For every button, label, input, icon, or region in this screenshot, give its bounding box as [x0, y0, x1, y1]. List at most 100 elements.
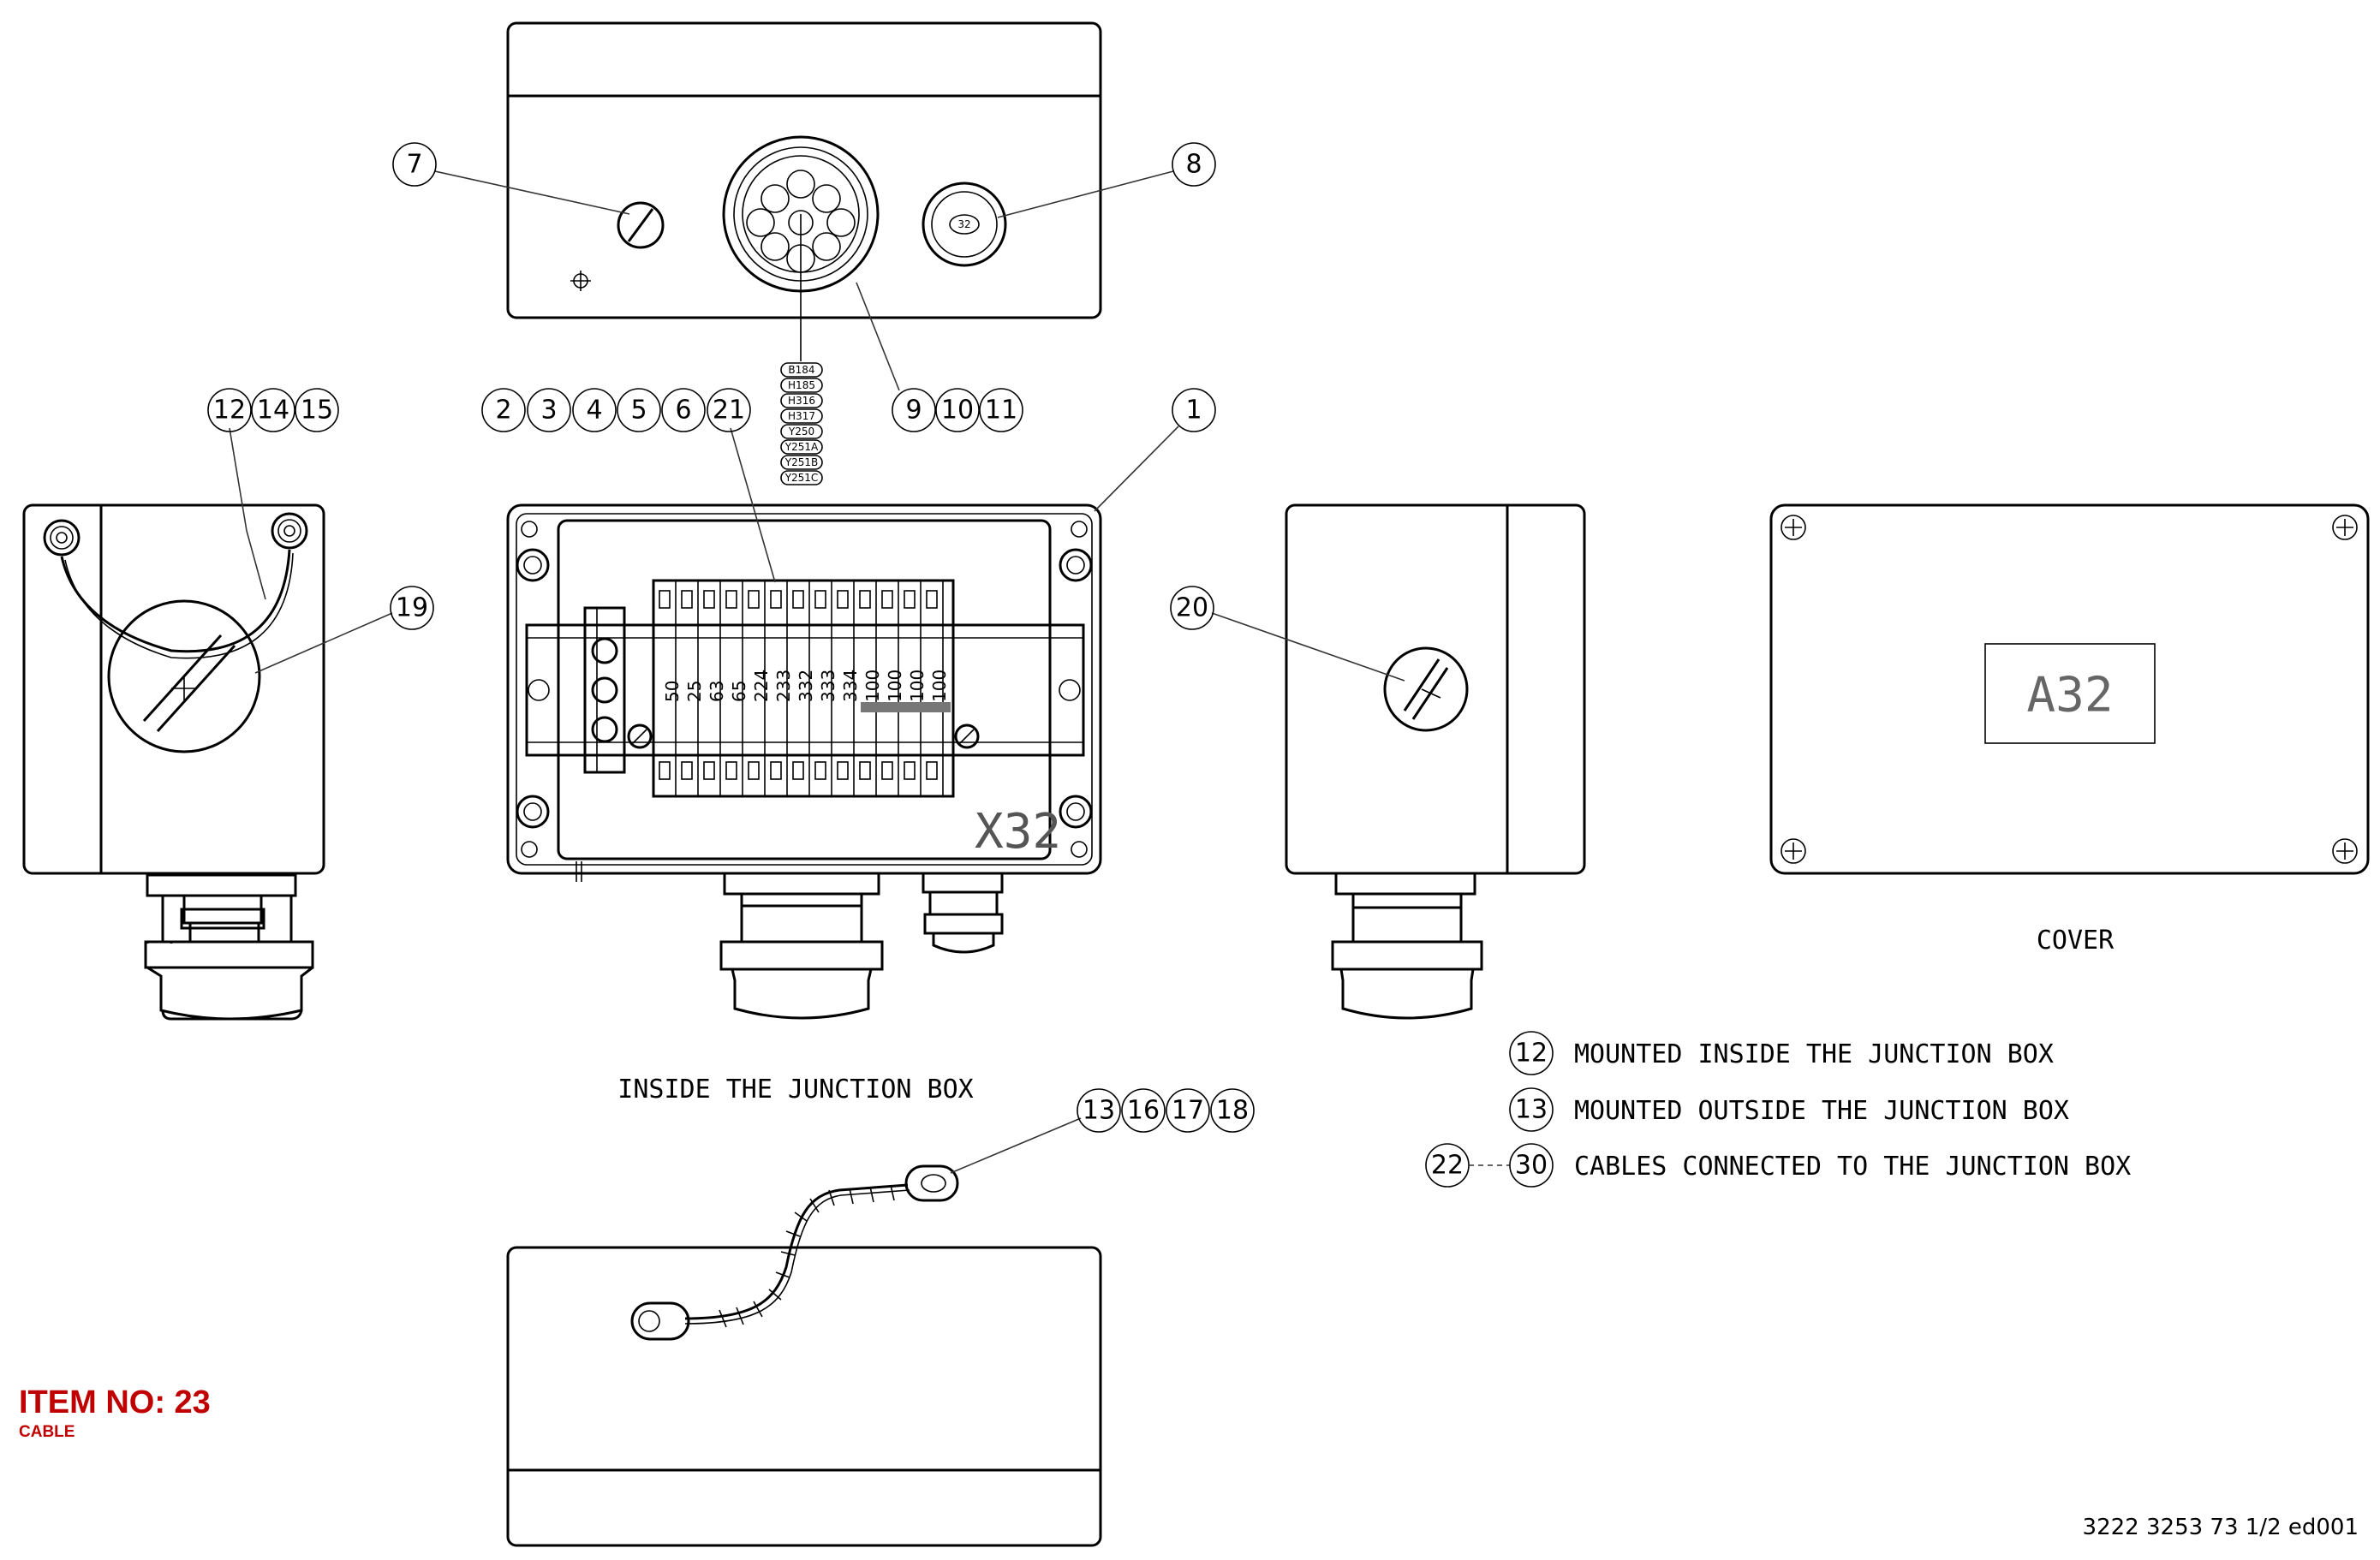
shorting-bridge: [861, 702, 951, 712]
svg-text:6: 6: [675, 396, 691, 426]
box-marking: X32: [975, 804, 1061, 860]
callout-bubble: 14: [251, 388, 295, 432]
terminal-number: 333: [818, 670, 838, 702]
svg-text:14: 14: [257, 396, 289, 426]
legend-text: MOUNTED OUTSIDE THE JUNCTION BOX: [1574, 1096, 2069, 1126]
terminal-number: 100: [929, 670, 950, 702]
item-number: ITEM NO: 23: [19, 1384, 211, 1420]
cover-label-plate: [1984, 643, 2156, 744]
callout-bubble: 7: [392, 142, 437, 187]
caption-inside: INSIDE THE JUNCTION BOX: [617, 1075, 973, 1105]
svg-text:B184: B184: [788, 364, 814, 376]
legend-number: 13: [1515, 1095, 1548, 1125]
callout-bubble: 10: [935, 388, 980, 432]
cover-view: A32: [1769, 503, 2370, 875]
callout-bubble: 1: [1172, 388, 1216, 432]
document-number: 3222 3253 73 1/2 ed001: [2083, 1515, 2359, 1540]
item-subtitle: CABLE: [19, 1423, 75, 1441]
svg-text:Y251C: Y251C: [784, 472, 819, 484]
svg-text:H316: H316: [788, 395, 815, 407]
callout-bubble: 16: [1121, 1088, 1166, 1133]
terminal-numbers: 50 25 63 65 224 233 332 333 334 100 100 …: [662, 670, 950, 702]
legend-row: 13 MOUNTED OUTSIDE THE JUNCTION BOX: [1509, 1087, 2069, 1132]
bottom-view: [506, 1164, 1102, 1547]
callouts: 7 8 12 14 15 19 2 3 4 5 6 21 9 10 11 1 2…: [207, 142, 1405, 1174]
svg-text:Y251B: Y251B: [784, 456, 818, 468]
svg-text:10: 10: [941, 396, 974, 426]
callout-bubble: 13: [1077, 1088, 1121, 1133]
svg-text:16: 16: [1127, 1096, 1160, 1126]
svg-text:H185: H185: [788, 379, 815, 391]
svg-text:Y251A: Y251A: [784, 441, 819, 453]
svg-text:1: 1: [1185, 396, 1202, 426]
callout-bubble: 20: [1170, 586, 1214, 630]
caption-cover: COVER: [2037, 926, 2115, 956]
svg-text:19: 19: [396, 593, 428, 623]
svg-text:17: 17: [1172, 1096, 1204, 1126]
terminal-number: 332: [796, 670, 816, 702]
inside-box-view: 50 25 63 65 224 233 332 333 334 100 100 …: [506, 503, 1102, 1020]
legend-row: 12 MOUNTED INSIDE THE JUNCTION BOX: [1509, 1031, 2054, 1075]
terminal-number: 100: [907, 670, 928, 702]
terminal-number: 50: [662, 681, 683, 702]
callout-bubble: 5: [617, 388, 661, 432]
svg-text:18: 18: [1216, 1096, 1249, 1126]
legend-number: 30: [1515, 1151, 1548, 1181]
right-side-view: [1285, 503, 1586, 1020]
svg-text:4: 4: [586, 396, 602, 426]
cover-label: A32: [2026, 668, 2113, 723]
svg-text:15: 15: [301, 396, 333, 426]
callout-bubble: 9: [892, 388, 936, 432]
terminal-number: 65: [729, 681, 749, 702]
svg-text:2: 2: [495, 396, 511, 426]
svg-text:12: 12: [213, 396, 246, 426]
cable-tag: H316: [780, 393, 823, 408]
legend-row: 22 30 CABLES CONNECTED TO THE JUNCTION B…: [1425, 1143, 2131, 1188]
top-view: 32: [506, 21, 1102, 361]
small-gland-label: 32: [957, 218, 970, 230]
terminal-number: 25: [684, 681, 705, 702]
cable-tag-stack: B184 H185 H316 H317 Y250 Y251A Y251B Y25…: [780, 362, 823, 485]
callout-bubble: 21: [707, 388, 751, 432]
legend-text: MOUNTED INSIDE THE JUNCTION BOX: [1574, 1039, 2054, 1069]
legend-number: 22: [1431, 1151, 1464, 1181]
svg-text:21: 21: [713, 396, 745, 426]
callout-bubble: 12: [207, 388, 252, 432]
callout-bubble: 8: [1172, 142, 1216, 187]
cable-tag: Y251C: [780, 470, 823, 485]
cable-tag: H185: [780, 378, 823, 393]
callout-bubble: 15: [295, 388, 339, 432]
svg-text:5: 5: [630, 396, 647, 426]
legend-text: CABLES CONNECTED TO THE JUNCTION BOX: [1574, 1152, 2131, 1182]
callout-bubble: 11: [979, 388, 1023, 432]
callout-bubble: 17: [1166, 1088, 1210, 1133]
legend-number: 12: [1515, 1039, 1548, 1069]
legend: 12 MOUNTED INSIDE THE JUNCTION BOX 13 MO…: [1425, 1031, 2131, 1188]
cable-tag: H317: [780, 408, 823, 424]
svg-text:9: 9: [905, 396, 922, 426]
svg-text:13: 13: [1083, 1096, 1115, 1126]
terminal-number: 100: [862, 670, 883, 702]
svg-text:3: 3: [540, 396, 557, 426]
callout-bubble: 3: [527, 388, 571, 432]
callout-bubble: 18: [1210, 1088, 1255, 1133]
cable-tag: Y250: [780, 424, 823, 439]
terminal-number: 63: [707, 681, 727, 702]
cable-tag: B184: [780, 362, 823, 378]
terminal-number: 100: [885, 670, 905, 702]
terminal-number: 233: [773, 670, 794, 702]
cable-tag: Y251B: [780, 455, 823, 470]
callout-bubble: 4: [572, 388, 617, 432]
svg-text:8: 8: [1185, 150, 1202, 180]
svg-text:11: 11: [985, 396, 1017, 426]
callout-bubble: 6: [661, 388, 706, 432]
svg-text:H317: H317: [788, 410, 815, 422]
svg-text:Y250: Y250: [788, 426, 814, 438]
callout-bubble: 19: [390, 586, 434, 630]
svg-text:20: 20: [1176, 593, 1208, 623]
svg-text:7: 7: [406, 150, 422, 180]
cable-tag: Y251A: [780, 439, 823, 455]
left-side-view: [22, 503, 325, 1021]
callout-bubble: 2: [481, 388, 526, 432]
